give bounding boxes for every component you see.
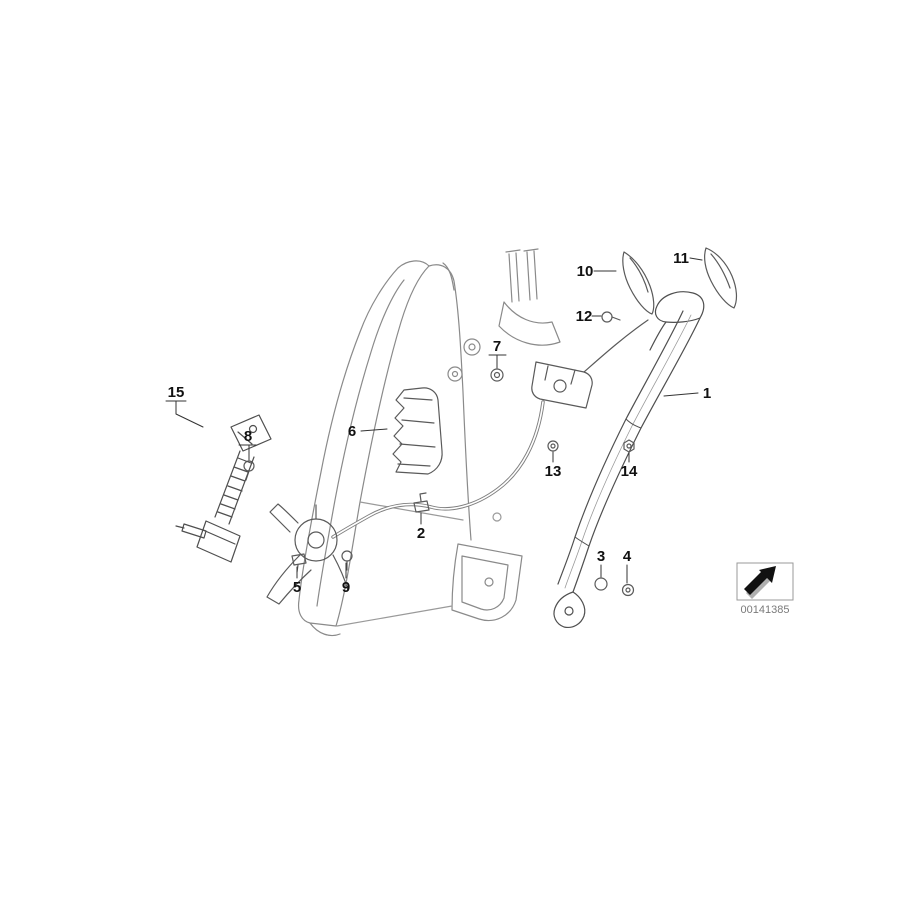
clip-2-artwork bbox=[413, 492, 430, 513]
ring-3-artwork bbox=[594, 577, 608, 591]
nut-14-artwork bbox=[623, 439, 635, 453]
callout-2[interactable]: 2 bbox=[417, 525, 425, 542]
direction-stamp: 00141385 bbox=[736, 562, 794, 616]
callout-1[interactable]: 1 bbox=[703, 385, 711, 402]
bolt-12-artwork bbox=[601, 311, 621, 323]
callout-4[interactable]: 4 bbox=[623, 548, 632, 565]
callout-14[interactable]: 14 bbox=[621, 463, 638, 480]
headrest-guides-artwork bbox=[498, 248, 561, 346]
washer-13-artwork bbox=[547, 440, 559, 452]
trim-cover-11-artwork bbox=[704, 247, 738, 309]
callout-8[interactable]: 8 bbox=[244, 428, 252, 445]
callout-6[interactable]: 6 bbox=[348, 423, 356, 440]
direction-arrow-icon bbox=[744, 566, 776, 599]
callout-10[interactable]: 10 bbox=[577, 263, 594, 280]
callout-5[interactable]: 5 bbox=[293, 579, 301, 596]
plate-number: 00141385 bbox=[741, 604, 790, 616]
callout-15[interactable]: 15 bbox=[168, 384, 185, 401]
upper-belt-anchor-artwork bbox=[531, 319, 649, 409]
tensioner-cable-artwork bbox=[331, 400, 545, 539]
retractor-plate-artwork bbox=[392, 387, 443, 475]
buckle-tensioner-artwork bbox=[266, 503, 349, 605]
callout-11[interactable]: 11 bbox=[673, 250, 689, 267]
callout-12[interactable]: 12 bbox=[576, 308, 593, 325]
seat-frame-artwork bbox=[297, 260, 523, 637]
bolt-4-artwork bbox=[621, 583, 635, 597]
seat-belt-artwork bbox=[553, 291, 705, 629]
buckle-assembly-artwork bbox=[175, 414, 272, 563]
bolt-9-artwork bbox=[341, 550, 353, 571]
callout-9[interactable]: 9 bbox=[342, 579, 350, 596]
nut-7-artwork bbox=[490, 368, 504, 382]
trim-cover-10-artwork bbox=[622, 251, 655, 315]
leader-lines bbox=[165, 257, 703, 584]
callout-13[interactable]: 13 bbox=[545, 463, 562, 480]
callout-7[interactable]: 7 bbox=[493, 338, 501, 355]
callout-3[interactable]: 3 bbox=[597, 548, 605, 565]
